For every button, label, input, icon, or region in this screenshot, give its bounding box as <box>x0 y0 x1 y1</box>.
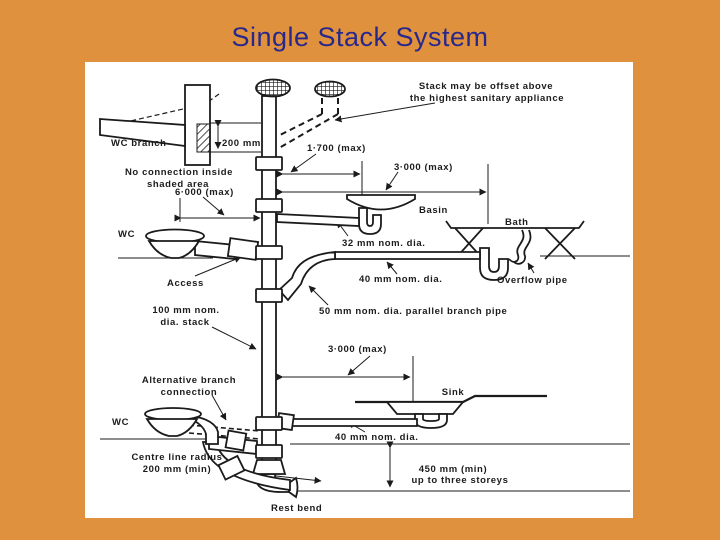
wc-upper-appliance <box>145 228 260 261</box>
sink-appliance <box>275 394 547 432</box>
single-stack-diagram: WC branch 200 mm No connection inside sh… <box>99 78 630 514</box>
overflow-pipe-shape <box>508 229 532 265</box>
label-alt-branch-2: connection <box>161 387 218 398</box>
label-1700-max: 1·700 (max) <box>307 143 366 154</box>
bath-trap <box>479 247 509 281</box>
label-centre-line-2: 200 mm (min) <box>143 464 211 475</box>
page-title: Single Stack System <box>231 22 489 52</box>
basin-waste-pipe <box>276 213 360 227</box>
offset-stack-dashed <box>277 98 339 149</box>
label-450mm-1: 450 mm (min) <box>419 464 487 475</box>
pipework <box>99 78 585 499</box>
stack-couplings <box>255 156 283 459</box>
label-100mm-stack-1: 100 mm nom. <box>152 305 219 316</box>
label-parallel-branch: 50 mm nom. dia. parallel branch pipe <box>319 306 507 317</box>
label-40mm-lower: 40 mm nom. dia. <box>335 432 418 443</box>
basin-appliance <box>276 194 416 235</box>
label-bath: Bath <box>505 217 529 228</box>
sink-trap <box>414 413 448 429</box>
label-stack-offset-2: the highest sanitary appliance <box>410 93 564 104</box>
wc-sweep-pipe <box>201 441 291 492</box>
label-stack-offset-1: Stack may be offset above <box>419 81 553 92</box>
bath-legs <box>454 227 576 260</box>
label-6000-max: 6·000 (max) <box>175 187 234 198</box>
label-3000-max-lower: 3·000 (max) <box>328 344 387 355</box>
branch-coupling <box>224 429 248 452</box>
label-no-connection-2: shaded area <box>147 179 209 190</box>
wc-lower-appliance <box>144 407 291 492</box>
parallel-branch-bend <box>277 251 336 302</box>
soil-stack-pipe <box>261 95 277 467</box>
basin-bowl <box>346 194 416 211</box>
label-access: Access <box>167 278 204 289</box>
dimension-lines <box>100 102 630 492</box>
stack-flare-joint <box>251 459 287 475</box>
diagram-panel: WC branch 200 mm No connection inside sh… <box>85 62 633 518</box>
bath-waste-pipe <box>334 251 481 260</box>
rest-bend-flare <box>288 476 299 499</box>
sink-waste-pipe <box>291 418 418 427</box>
bath-rim <box>445 220 585 229</box>
label-no-connection-1: No connection inside <box>125 167 233 178</box>
label-sink: Sink <box>442 387 465 398</box>
label-100mm-stack-2: dia. stack <box>160 317 209 328</box>
label-centre-line-1: Centre line radius <box>131 452 222 463</box>
label-32mm: 32 mm nom. dia. <box>342 238 425 249</box>
diagram-labels: WC branch 200 mm No connection inside sh… <box>111 81 568 514</box>
label-overflow-pipe: Overflow pipe <box>497 275 568 286</box>
inset-wc-branch-pipe <box>99 118 186 148</box>
access-joint <box>226 237 260 261</box>
sweep-coupling <box>217 454 246 481</box>
label-wc-lower: WC <box>112 417 129 428</box>
label-alt-branch-1: Alternative branch <box>142 375 236 386</box>
label-200mm: 200 mm <box>222 138 261 149</box>
label-wc-upper: WC <box>118 229 135 240</box>
label-wc-branch: WC branch <box>111 138 167 149</box>
offset-vent-cowl-icon <box>314 80 346 98</box>
basin-trap <box>358 207 382 235</box>
sink-bowl <box>385 401 465 415</box>
label-basin: Basin <box>419 205 448 216</box>
label-3000-max-upper: 3·000 (max) <box>394 162 453 173</box>
vent-cowl-icon <box>255 78 291 98</box>
shaded-no-connection-zone <box>196 123 211 153</box>
label-40mm-upper: 40 mm nom. dia. <box>359 274 442 285</box>
bath-appliance <box>445 220 585 281</box>
label-rest-bend: Rest bend <box>271 503 322 514</box>
label-450mm-2: up to three storeys <box>412 475 509 486</box>
